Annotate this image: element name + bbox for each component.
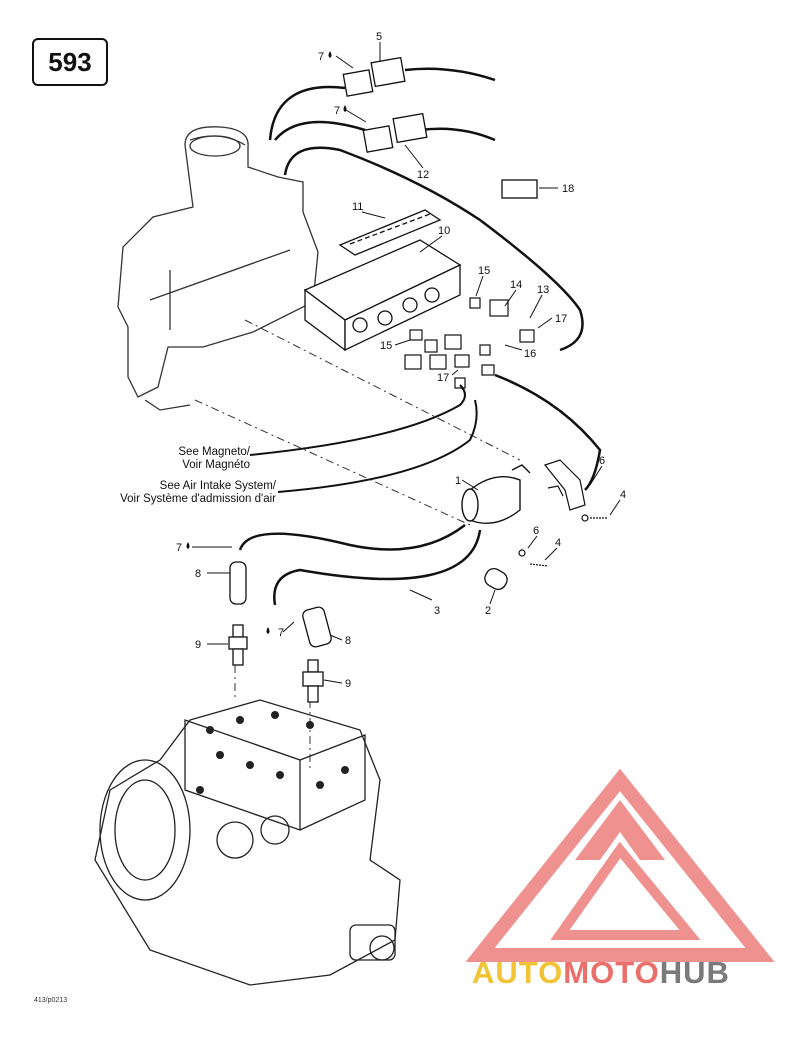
callout-8: 8: [195, 568, 201, 580]
callout-10: 10: [438, 225, 450, 237]
reference-leaders: [249, 384, 478, 493]
oil-drop-icon: [186, 51, 347, 634]
callout-7: 7: [334, 105, 340, 117]
callout-labels: 5 7 7 12 18 11 10 15 14 13 17 15 16 17 1…: [176, 31, 626, 690]
callout-17: 17: [555, 313, 567, 325]
decal-plate: [338, 209, 442, 256]
callout-15: 15: [478, 265, 490, 277]
callout-7: 7: [176, 542, 182, 554]
callout-11: 11: [352, 201, 363, 213]
callout-6: 6: [599, 455, 605, 467]
drawing-reference: 413/p0213: [34, 997, 68, 1004]
callout-14: 14: [510, 279, 522, 291]
reference-notes: See Magneto/ Voir Magnéto See Air Intake…: [120, 446, 277, 505]
ignition-coil: [461, 464, 531, 524]
assembly-guide-lines: [194, 319, 521, 770]
see-magneto-fr: Voir Magnéto: [182, 459, 250, 471]
spark-plug-leads: [238, 373, 602, 606]
callout-18: 18: [562, 183, 574, 195]
callout-3: 3: [434, 605, 440, 617]
part-18-box: [501, 179, 538, 199]
callout-6: 6: [533, 525, 539, 537]
callout-1: 1: [455, 475, 461, 487]
callout-15: 15: [380, 340, 392, 352]
see-air-intake-fr: Voir Système d'admission d'air: [120, 493, 276, 505]
see-magneto-en: See Magneto/: [178, 446, 250, 458]
see-air-intake-en: See Air Intake System/: [160, 480, 277, 492]
wiring-harness: [268, 67, 584, 352]
callout-9: 9: [195, 639, 201, 651]
connector-housings: [342, 56, 428, 153]
page-number: 593: [32, 38, 108, 86]
callout-4: 4: [620, 489, 626, 501]
spark-plugs: [228, 624, 324, 703]
callout-7: 7: [278, 627, 284, 639]
callout-12: 12: [417, 169, 429, 181]
engine-drawing: [94, 699, 401, 986]
callout-8: 8: [345, 635, 351, 647]
callout-2: 2: [485, 605, 491, 617]
oil-tank-drawing: [117, 126, 319, 411]
relay-block: [303, 239, 462, 352]
callout-leaders: [192, 42, 621, 684]
callout-4: 4: [555, 537, 561, 549]
watermark-text: AUTOMOTOHUB: [472, 955, 730, 990]
watermark-logo-icon: [465, 768, 775, 962]
small-components: [404, 297, 535, 389]
callout-16: 16: [524, 348, 536, 360]
callout-13: 13: [537, 284, 549, 296]
callout-17: 17: [437, 372, 449, 384]
mounting-bracket: [518, 459, 608, 567]
callout-7: 7: [318, 51, 324, 63]
spark-plug-caps: [229, 561, 508, 648]
callout-9: 9: [345, 678, 351, 690]
callout-5: 5: [376, 31, 382, 43]
